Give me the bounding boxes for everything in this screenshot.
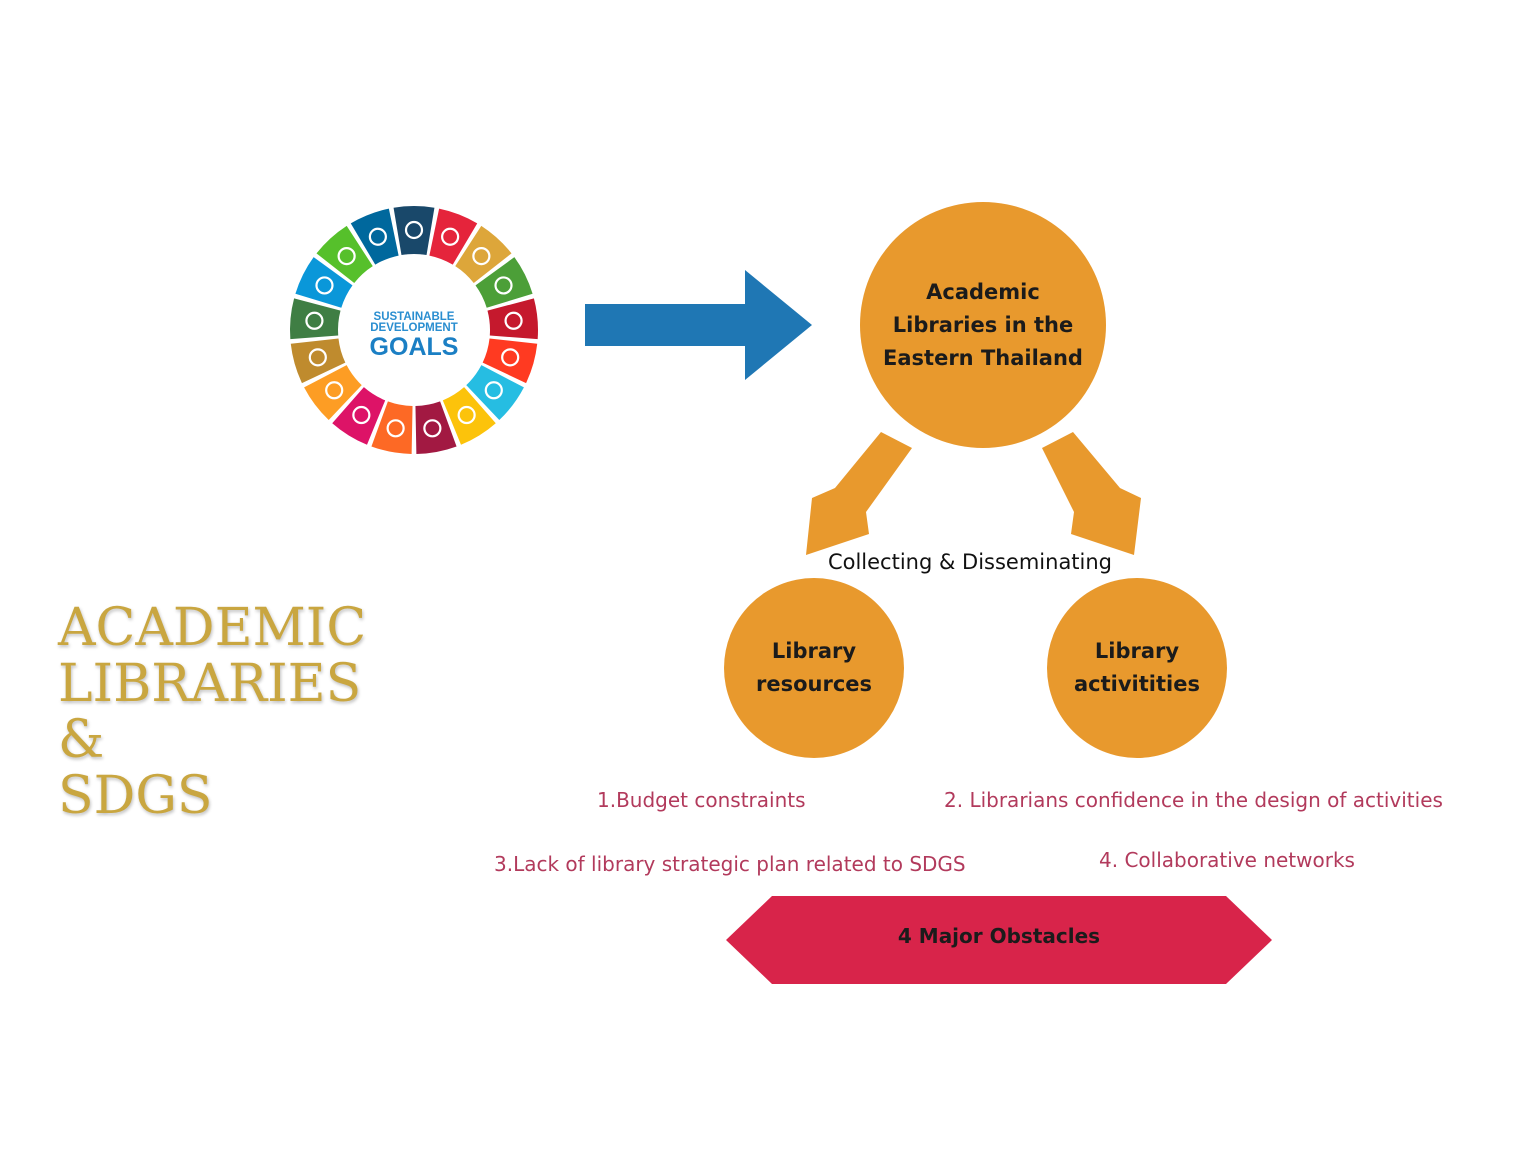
library-activities-label: Library activitities [1074,639,1200,696]
branch-arrow-right [1042,432,1141,555]
sdg-segment [455,225,512,284]
academic-libraries-label: Academic Libraries in the Eastern Thaila… [883,279,1083,370]
library-resources-circle: Library resources [724,578,904,758]
chart-icon [423,419,442,438]
branch-arrow-left [806,432,912,555]
eye-icon [305,311,324,330]
obstacles-banner [726,896,1272,984]
network-icon [386,419,405,438]
sdg-segment [429,208,478,265]
city-icon [325,381,344,400]
equality-icon [352,405,371,425]
book-icon [504,311,523,330]
collecting-disseminating-label: Collecting & Disseminating [827,550,1113,574]
obstacle-item: 1.Budget constraints [597,788,806,812]
dove-icon [368,227,387,246]
people-icon [441,227,460,246]
water-drop-icon [484,381,503,400]
sdg-segment [482,338,538,384]
sdg-segment [316,225,373,284]
recycle-icon [308,348,327,367]
page-title: ACADEMIC LIBRARIES & SDGS [58,598,367,826]
flower-icon [404,220,424,240]
sdg-segment [466,365,524,421]
sdg-segment [332,387,386,445]
academic-libraries-circle: Academic Libraries in the Eastern Thaila… [860,202,1106,448]
sun-icon [457,405,476,425]
sdg-segment [350,208,399,265]
sdg-logo-text: SUSTAINABLE DEVELOPMENT GOALS [358,311,470,361]
fish-icon [315,276,334,295]
main-arrow [585,270,812,380]
sdg-segment [290,338,346,384]
sdg-segment [304,365,362,421]
sdg-logo-line1: SUSTAINABLE [373,311,455,323]
gender-icon [501,348,520,367]
sdg-segment [415,401,457,454]
sdg-logo-line2: DEVELOPMENT [370,322,458,334]
sdg-wheel-logo [289,205,538,454]
library-resources-label: Library resources [755,639,873,696]
obstacle-item: 2. Librarians confidence in the design o… [944,788,1443,812]
sdg-segment [475,257,533,308]
heartbeat-icon [494,276,513,295]
plant-icon [472,246,491,266]
library-activities-circle: Library activitities [1047,578,1227,758]
sdg-segment [289,298,341,340]
sdg-segment [393,205,435,256]
obstacle-item: 4. Collaborative networks [1099,848,1355,872]
sdg-segment [487,298,538,340]
sdg-segment [295,257,353,308]
tree-icon [337,246,356,266]
sdg-logo-line3: GOALS [369,333,459,361]
sdg-segment [371,401,413,454]
sdg-segment [442,387,496,445]
obstacles-banner-label: 4 Major Obstacles [897,924,1101,948]
obstacle-item: 3.Lack of library strategic plan related… [494,852,966,876]
